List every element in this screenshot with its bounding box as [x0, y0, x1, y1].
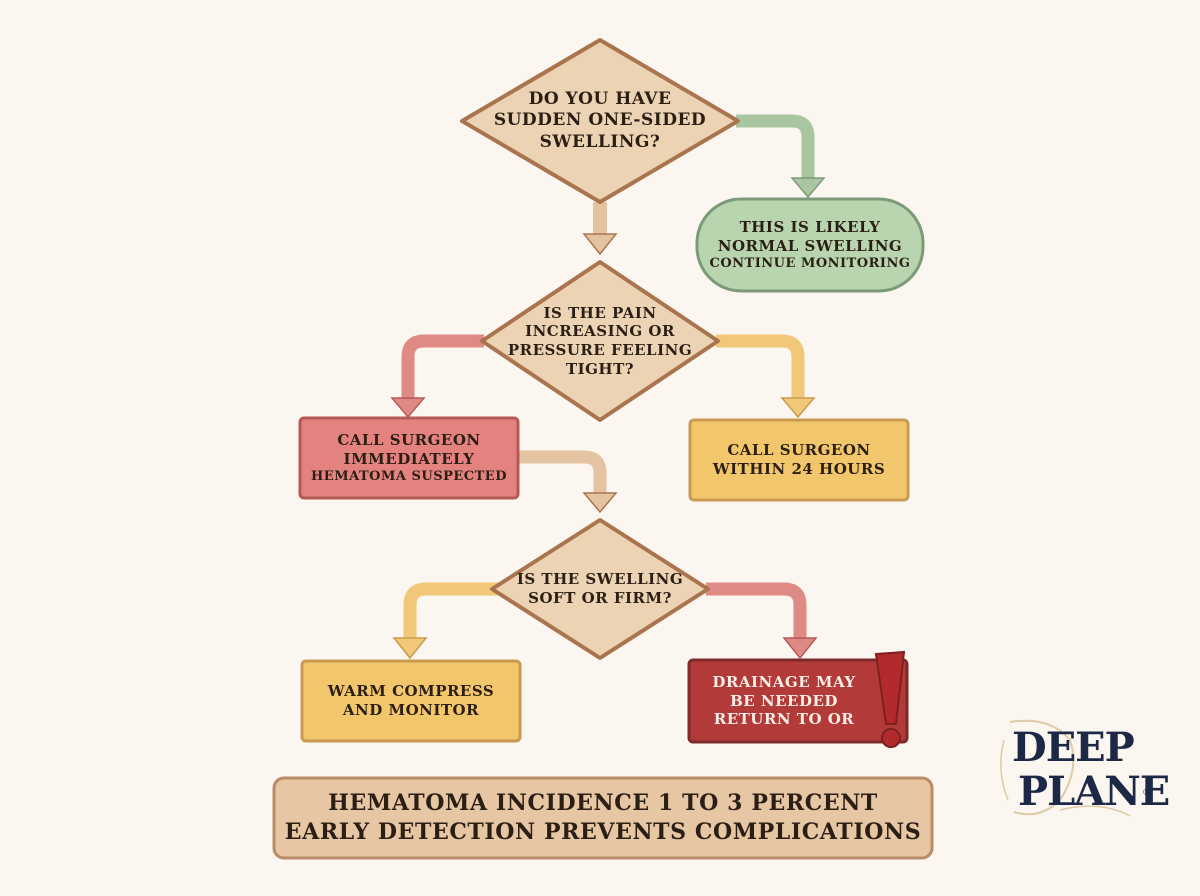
decision-diamond-q2 — [480, 260, 720, 422]
urgent-sub: HEMATOMA SUSPECTED — [311, 468, 507, 484]
arrowhead-urgent-to-q3 — [582, 492, 618, 514]
normal-line-2: NORMAL SWELLING — [717, 236, 903, 255]
drainage-line-3: RETURN TO OR — [713, 710, 855, 729]
q2-line-3: PRESSURE FEELING — [507, 341, 693, 359]
arrowhead-q3-to-compress — [392, 637, 428, 660]
urgent-line-1: CALL SURGEON — [337, 431, 481, 450]
q2-line-1: IS THE PAIN — [543, 303, 657, 322]
outcome-urgent-text: CALL SURGEON IMMEDIATELY HEMATOMA SUSPEC… — [302, 420, 516, 496]
within24-line-1: CALL SURGEON — [727, 441, 871, 460]
decision-q3-text: IS THE SWELLING SOFT OR FIRM? — [510, 566, 690, 612]
outcome-compress-text: WARM COMPRESS AND MONITOR — [304, 663, 518, 739]
footer-line-1: HEMATOMA INCIDENCE 1 TO 3 PERCENT — [328, 790, 878, 817]
compress-line-1: WARM COMPRESS — [327, 682, 495, 701]
logo-face-icon — [1000, 719, 1131, 817]
q2-line-2: INCREASING OR — [525, 322, 675, 341]
footer-line-2: EARLY DETECTION PREVENTS COMPLICATIONS — [284, 819, 922, 845]
arrowhead-q3-to-drainage — [782, 637, 818, 660]
logo-word-deep: DEEP — [1012, 724, 1135, 771]
decision-q2-text: IS THE PAIN INCREASING OR PRESSURE FEELI… — [500, 298, 700, 384]
outcome-box-drainage — [687, 658, 909, 744]
outcome-box-urgent — [298, 416, 520, 500]
q3-line-1: IS THE SWELLING — [516, 570, 684, 589]
within24-line-2: WITHIN 24 HOURS — [712, 460, 886, 478]
drainage-line-1: DRAINAGE MAY — [712, 672, 856, 691]
logo-word-plane: PLANE — [1018, 768, 1170, 815]
q1-line-2: SUDDEN ONE-SIDED — [493, 110, 707, 131]
drainage-line-2: BE NEEDED — [730, 691, 838, 710]
q2-line-4: TIGHT? — [565, 359, 635, 378]
connector-q2-to-within24 — [716, 334, 805, 400]
outcome-normal-text: THIS IS LIKELY NORMAL SWELLING CONTINUE … — [700, 208, 920, 282]
outcome-within24-text: CALL SURGEON WITHIN 24 HOURS — [692, 422, 906, 498]
arrowhead-q1-to-normal — [790, 177, 826, 199]
arrowhead-q2-to-urgent — [390, 397, 426, 419]
normal-sub: CONTINUE MONITORING — [709, 255, 911, 271]
connector-q3-to-compress — [403, 582, 500, 640]
normal-line-1: THIS IS LIKELY — [739, 218, 881, 237]
connector-q3-to-drainage — [706, 582, 807, 640]
outcome-box-within24 — [688, 418, 910, 502]
outcome-drainage-text: DRAINAGE MAY BE NEEDED RETURN TO OR — [694, 662, 874, 740]
outcome-box-compress — [300, 659, 522, 743]
connector-q2-to-urgent — [401, 334, 484, 400]
footer-banner — [272, 776, 934, 860]
q3-line-2: SOFT OR FIRM? — [528, 589, 672, 607]
connector-q1-to-normal — [736, 114, 815, 180]
q1-line-1: DO YOU HAVE — [528, 89, 672, 110]
exclamation-alert-icon — [874, 650, 906, 748]
compress-line-2: AND MONITOR — [342, 701, 480, 719]
brand-logo: DEEP PLANE ® — [998, 716, 1170, 826]
outcome-box-normal — [695, 197, 925, 293]
decision-diamond-q3 — [490, 518, 710, 660]
arrowhead-q1-to-q2 — [582, 233, 618, 256]
registered-mark: ® — [1142, 788, 1151, 798]
q1-line-3: SWELLING? — [539, 131, 661, 152]
urgent-line-2: IMMEDIATELY — [343, 449, 475, 468]
footer-text: HEMATOMA INCIDENCE 1 TO 3 PERCENT EARLY … — [276, 780, 930, 856]
connector-urgent-to-q3 — [517, 450, 607, 495]
decision-q1-text: DO YOU HAVE SUDDEN ONE-SIDED SWELLING? — [482, 84, 718, 158]
arrowhead-q2-to-within24 — [780, 397, 816, 419]
decision-diamond-q1 — [460, 38, 740, 204]
